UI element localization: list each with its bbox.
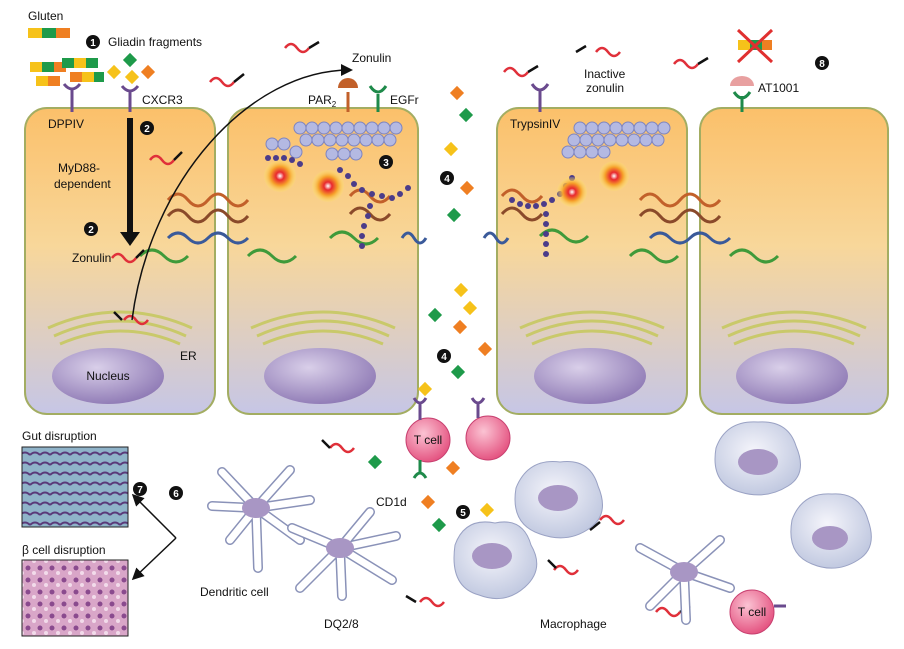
myd88-arrow bbox=[120, 118, 140, 246]
er-organelle-4 bbox=[721, 310, 867, 346]
step-marker-4a: 4 bbox=[440, 171, 454, 185]
step-marker-5: 5 bbox=[456, 505, 470, 519]
label-er: ER bbox=[180, 349, 197, 363]
step-3-label: 3 bbox=[383, 158, 389, 169]
step-6-label: 6 bbox=[173, 489, 179, 500]
step-marker-2a: 2 bbox=[140, 121, 154, 135]
tight-junction-proteins bbox=[138, 188, 780, 264]
step-marker-3: 3 bbox=[379, 155, 393, 169]
label-zonulin-left: Zonulin bbox=[72, 251, 111, 265]
step-2b-label: 2 bbox=[88, 225, 94, 236]
label-dq: DQ2/8 bbox=[324, 617, 359, 631]
label-cd1d: CD1d bbox=[376, 495, 407, 509]
epithelial-cell-1 bbox=[24, 107, 216, 415]
egfr-receptor bbox=[368, 85, 388, 112]
label-inactive-line2: zonulin bbox=[586, 81, 624, 95]
nucleus-3 bbox=[534, 348, 646, 404]
macrophage-3 bbox=[714, 421, 801, 496]
gliadin-fragment-diamonds bbox=[106, 52, 495, 533]
step-marker-6: 6 bbox=[169, 486, 183, 500]
step-4b-label: 4 bbox=[441, 352, 447, 363]
label-gut-disruption: Gut disruption bbox=[22, 429, 97, 443]
step-marker-8: 8 bbox=[815, 56, 829, 70]
nucleus-1 bbox=[52, 348, 164, 404]
activation-burst-3 bbox=[557, 177, 587, 207]
beta-cell-histology-image bbox=[21, 559, 129, 637]
epithelial-cell-3 bbox=[496, 107, 688, 415]
label-inactive-line1: Inactive bbox=[584, 67, 626, 81]
label-myd88-line2: dependent bbox=[54, 177, 111, 191]
label-cxcr3: CXCR3 bbox=[142, 93, 183, 107]
label-trypsin: TrypsinIV bbox=[510, 117, 560, 131]
label-tcell-upper: T cell bbox=[414, 433, 442, 447]
disruption-arrow-down bbox=[131, 537, 177, 581]
t-cell-upper-right bbox=[465, 397, 511, 461]
step-marker-2b: 2 bbox=[84, 222, 98, 236]
er-organelle-3 bbox=[519, 310, 665, 346]
label-at1001: AT1001 bbox=[758, 81, 799, 95]
label-dendritic: Dendritic cell bbox=[200, 585, 269, 599]
macrophage-1 bbox=[453, 521, 538, 600]
label-gliadin-fragments: Gliadin fragments bbox=[108, 35, 202, 49]
label-beta-disruption: β cell disruption bbox=[22, 543, 106, 557]
step-5-label: 5 bbox=[460, 508, 466, 519]
label-egfr: EGFr bbox=[390, 93, 419, 107]
macrophage-4 bbox=[790, 493, 872, 569]
gut-histology-image bbox=[21, 446, 129, 528]
label-macrophage: Macrophage bbox=[540, 617, 607, 631]
step-4a-label: 4 bbox=[444, 174, 450, 185]
t-cell-upper bbox=[405, 397, 451, 479]
protein-chain-2 bbox=[265, 155, 411, 249]
label-nucleus: Nucleus bbox=[86, 369, 129, 383]
dppiv-receptor bbox=[62, 83, 82, 112]
gluten-molecule bbox=[28, 28, 70, 38]
label-zonulin-top: Zonulin bbox=[352, 51, 391, 65]
step-8-label: 8 bbox=[819, 59, 825, 70]
step-marker-1: 1 bbox=[86, 35, 100, 49]
step-1-label: 1 bbox=[90, 38, 96, 49]
step-7-label: 7 bbox=[137, 485, 143, 496]
nucleus-4 bbox=[736, 348, 848, 404]
label-myd88-line1: MyD88- bbox=[58, 161, 100, 175]
activation-burst-2 bbox=[312, 170, 344, 202]
label-par2: PAR2 bbox=[308, 93, 337, 109]
disruption-arrow-up bbox=[131, 493, 177, 539]
step-2a-label: 2 bbox=[144, 124, 150, 135]
label-gluten: Gluten bbox=[28, 9, 63, 23]
at1001-receptor bbox=[730, 76, 754, 112]
activation-burst-1 bbox=[264, 160, 296, 192]
actin-cluster-2 bbox=[561, 121, 671, 159]
macrophage-2 bbox=[514, 461, 603, 539]
er-organelle-2 bbox=[250, 310, 396, 346]
label-tcell-lower: T cell bbox=[738, 605, 766, 619]
gluten-fragments-cluster bbox=[30, 58, 104, 86]
actin-cluster-1 bbox=[265, 121, 403, 161]
t-cell-lower bbox=[729, 589, 786, 635]
dendritic-nucleus-right bbox=[670, 562, 698, 582]
step-marker-4b: 4 bbox=[437, 349, 451, 363]
er-organelle-1 bbox=[47, 310, 193, 346]
blocked-gluten bbox=[736, 28, 774, 64]
nucleus-2 bbox=[264, 348, 376, 404]
cxcr3-receptor bbox=[120, 85, 140, 112]
trypsin-receptor bbox=[530, 83, 550, 112]
step-marker-7: 7 bbox=[133, 482, 147, 496]
zonulin-release-arrow bbox=[131, 64, 353, 321]
dendritic-nucleus-left bbox=[242, 498, 270, 518]
par2-receptor bbox=[338, 78, 358, 112]
dendritic-nucleus-middle bbox=[326, 538, 354, 558]
label-dppiv: DPPIV bbox=[48, 117, 84, 131]
activation-burst-4 bbox=[599, 161, 629, 191]
